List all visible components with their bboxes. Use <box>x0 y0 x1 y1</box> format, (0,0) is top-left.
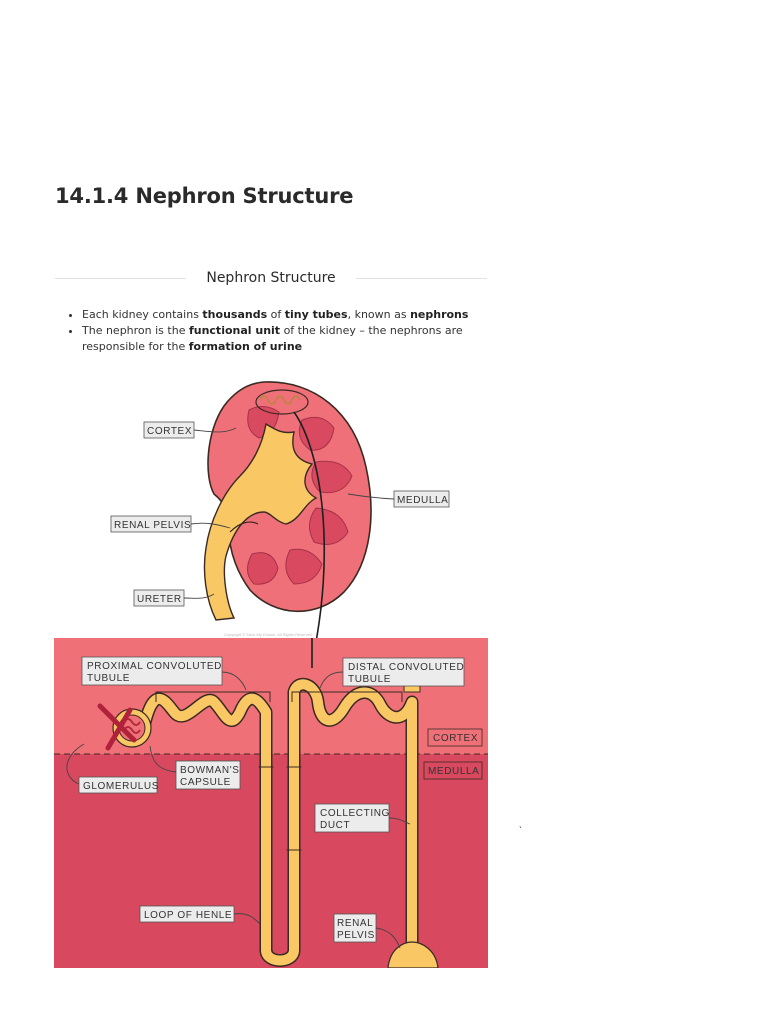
label-renal-pelvis-nephron: RENAL PELVIS <box>333 913 401 949</box>
nephron-panel: PROXIMAL CONVOLUTED TUBULE DISTAL CONVOL… <box>54 638 488 969</box>
bullet-emphasis: nephrons <box>410 308 469 321</box>
label-bowmans-capsule: BOWMAN'S CAPSULE <box>149 745 241 790</box>
svg-text:TUBULE: TUBULE <box>348 674 391 685</box>
heading-rule-right <box>355 277 487 279</box>
svg-text:DISTAL CONVOLUTED: DISTAL CONVOLUTED <box>348 662 464 673</box>
svg-text:DUCT: DUCT <box>320 820 350 831</box>
stray-mark: ˎ <box>519 818 523 829</box>
svg-text:PELVIS: PELVIS <box>337 930 375 941</box>
svg-text:TUBULE: TUBULE <box>87 673 130 684</box>
svg-text:CORTEX: CORTEX <box>433 733 478 744</box>
proximal-bracket <box>155 691 271 702</box>
bullet-item: The nephron is the functional unit of th… <box>82 323 502 355</box>
svg-text:PROXIMAL CONVOLUTED: PROXIMAL CONVOLUTED <box>87 661 222 672</box>
svg-text:COLLECTING: COLLECTING <box>320 808 390 819</box>
distal-bracket <box>291 691 403 702</box>
label-renal-pelvis-kidney: RENAL PELVIS <box>110 515 231 533</box>
page-title: 14.1.4 Nephron Structure <box>55 184 354 208</box>
renal-pelvis-hook <box>229 521 259 533</box>
svg-text:CORTEX: CORTEX <box>147 426 192 437</box>
cortex-nephron-highlight <box>255 389 309 415</box>
svg-text:CAPSULE: CAPSULE <box>180 777 231 788</box>
svg-text:LOOP OF HENLE: LOOP OF HENLE <box>144 910 232 921</box>
bullet-emphasis: functional unit <box>188 324 281 337</box>
label-proximal-tubule: PROXIMAL CONVOLUTED TUBULE <box>81 656 247 691</box>
afferent-efferent-arterioles <box>97 703 137 751</box>
bullet-emphasis: tiny tubes <box>284 308 348 321</box>
label-cortex-nephron: CORTEX <box>427 728 483 747</box>
label-medulla-nephron: MEDULLA <box>423 761 483 780</box>
svg-text:GLOMERULUS: GLOMERULUS <box>83 781 159 792</box>
svg-text:RENAL: RENAL <box>337 918 373 929</box>
bullet-text: , known as <box>347 308 411 321</box>
diagram-svg: CORTEX MEDULLA RENAL PELVIS URETER Copyr… <box>54 381 488 969</box>
bullet-text: of <box>267 308 285 321</box>
label-distal-tubule: DISTAL CONVOLUTED TUBULE <box>319 657 465 689</box>
zoom-arrow <box>293 411 326 663</box>
label-loop-of-henle: LOOP OF HENLE <box>139 905 261 925</box>
bullet-text: of the kidney – the nephrons are respons… <box>82 324 463 353</box>
svg-text:MEDULLA: MEDULLA <box>397 495 448 506</box>
bullet-emphasis: formation of urine <box>188 340 303 353</box>
label-medulla-kidney: MEDULLA <box>347 490 450 508</box>
renal-pelvis-shape <box>203 422 318 621</box>
kidney <box>203 381 372 668</box>
label-glomerulus: GLOMERULUS <box>66 743 159 794</box>
label-ureter: URETER <box>133 589 215 607</box>
label-collecting-duct: COLLECTING DUCT <box>314 803 411 833</box>
svg-text:BOWMAN'S: BOWMAN'S <box>180 765 240 776</box>
bullet-list: Each kidney contains thousands of tiny t… <box>70 307 502 355</box>
bullet-item: Each kidney contains thousands of tiny t… <box>82 307 502 323</box>
collecting-duct-end <box>387 941 439 969</box>
svg-text:URETER: URETER <box>137 594 182 605</box>
copyright-note: Copyright © Save My Exams. All Rights Re… <box>224 632 312 637</box>
svg-text:RENAL PELVIS: RENAL PELVIS <box>114 520 191 531</box>
kidney-nephron-diagram: CORTEX MEDULLA RENAL PELVIS URETER Copyr… <box>54 372 488 969</box>
section-heading: Nephron Structure <box>55 268 487 288</box>
bullet-text: The nephron is the <box>82 324 189 337</box>
cortex-nephron-squiggle <box>259 395 301 405</box>
label-cortex-kidney: CORTEX <box>143 421 237 439</box>
section-heading-text: Nephron Structure <box>206 270 336 286</box>
svg-text:MEDULLA: MEDULLA <box>428 766 479 777</box>
bullet-emphasis: thousands <box>202 308 268 321</box>
bullet-text: Each kidney contains <box>82 308 203 321</box>
heading-rule-left <box>55 277 187 279</box>
